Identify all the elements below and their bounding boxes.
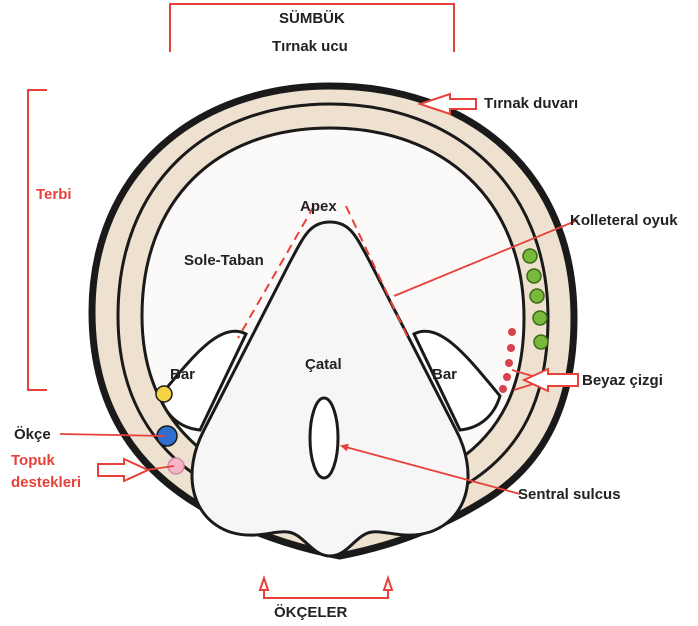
terbi-bracket bbox=[28, 90, 47, 390]
label-terbi: Terbi bbox=[36, 186, 72, 204]
label-apex: Apex bbox=[300, 198, 337, 216]
label-okce: Ökçe bbox=[14, 426, 51, 444]
label-catal: Çatal bbox=[305, 356, 342, 374]
label-sole-taban: Sole-Taban bbox=[184, 252, 264, 270]
white-line-green-dot bbox=[523, 249, 537, 263]
okceler-arrow-right bbox=[384, 578, 392, 590]
white-line-red-dot bbox=[508, 328, 516, 336]
white-line-red-dot bbox=[507, 344, 515, 352]
label-topuk: Topuk bbox=[11, 452, 55, 470]
label-destekleri: destekleri bbox=[11, 474, 81, 492]
white-line-red-dot bbox=[499, 385, 507, 393]
heel-support-arrow bbox=[98, 459, 148, 481]
white-line-green-dot bbox=[534, 335, 548, 349]
label-beyaz-cizgi: Beyaz çizgi bbox=[582, 372, 663, 390]
central-sulcus bbox=[310, 398, 338, 478]
label-kolleteral-oyuk: Kolleteral oyuk bbox=[570, 212, 678, 230]
white-line-green-dot bbox=[527, 269, 541, 283]
okceler-bracket bbox=[264, 590, 388, 598]
label-bar-left: Bar bbox=[170, 366, 195, 384]
white-line-red-dot bbox=[503, 373, 511, 381]
label-tirnak-ucu: Tırnak ucu bbox=[272, 38, 348, 56]
white-line-green-dot bbox=[533, 311, 547, 325]
label-okceler: ÖKÇELER bbox=[274, 604, 347, 622]
label-tirnak-duvari: Tırnak duvarı bbox=[484, 95, 578, 113]
white-line-green-dot bbox=[530, 289, 544, 303]
label-bar-right: Bar bbox=[432, 366, 457, 384]
label-sentral-sulcus: Sentral sulcus bbox=[518, 486, 621, 504]
okceler-arrow-left bbox=[260, 578, 268, 590]
label-sumbuk: SÜMBÜK bbox=[279, 10, 345, 28]
white-line-red-dot bbox=[505, 359, 513, 367]
bulb-yellow bbox=[156, 386, 172, 402]
